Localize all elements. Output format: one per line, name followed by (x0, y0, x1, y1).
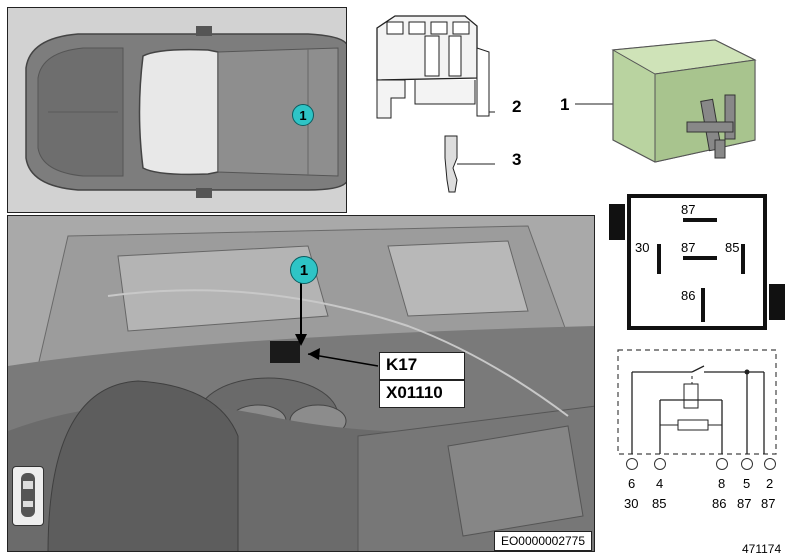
pin-label-left: 30 (635, 240, 650, 255)
pin-center (683, 256, 717, 260)
location-callout-top: 1 (292, 104, 314, 126)
component-label: K17 (379, 352, 465, 380)
terminal-number-2: 2 (766, 476, 774, 491)
terminal-4 (654, 458, 666, 470)
reference-code: EO0000002775 (494, 531, 592, 551)
relay-socket-illustration (376, 15, 495, 193)
pin-right (741, 244, 745, 274)
vehicle-top-view-panel: 1 (7, 7, 347, 213)
installation-location-panel: 1 K17 X01110 EO0000002775 (7, 215, 595, 552)
terminal-5 (741, 458, 753, 470)
terminal-2 (764, 458, 776, 470)
part-number-3: 3 (512, 150, 522, 169)
pin-left (657, 244, 661, 274)
terminal-function-87b: 87 (761, 496, 776, 511)
mounting-tab-right (769, 284, 785, 320)
terminal-function-86: 86 (712, 496, 727, 511)
mounting-tab-left (609, 204, 625, 240)
terminal-function-85: 85 (652, 496, 667, 511)
terminal-number-5: 5 (743, 476, 751, 491)
image-number: 471174 (742, 542, 782, 556)
terminal-number-4: 4 (656, 476, 664, 491)
pin-label-right: 85 (725, 240, 740, 255)
part-number-2: 2 (512, 97, 522, 116)
terminal-function-30: 30 (624, 496, 639, 511)
terminal-8 (716, 458, 728, 470)
terminal-function-87a: 87 (737, 496, 752, 511)
part-number-1: 1 (560, 95, 570, 114)
pin-top (683, 218, 717, 222)
vehicle-top-view-illustration (8, 8, 346, 212)
relay-pin-layout: 87 87 30 85 86 (609, 194, 785, 330)
terminal-6 (626, 458, 638, 470)
terminal-number-8: 8 (718, 476, 726, 491)
pin-label-center: 87 (681, 240, 696, 255)
engine-bay-illustration (8, 216, 594, 551)
pin-bottom (701, 288, 705, 322)
vehicle-orientation-icon (12, 466, 44, 526)
pin-label-bottom: 86 (681, 288, 696, 303)
terminal-number-6: 6 (628, 476, 636, 491)
location-callout-bay: 1 (290, 256, 318, 284)
relay-illustration (575, 39, 757, 163)
relay-circuit-schematic (617, 349, 777, 455)
pin-label-top: 87 (681, 202, 696, 217)
connector-label: X01110 (379, 380, 465, 408)
